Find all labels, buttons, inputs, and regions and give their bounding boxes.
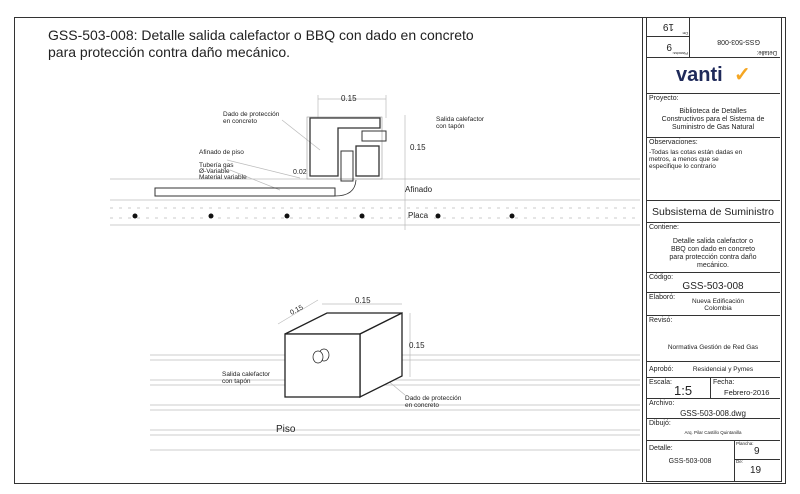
label-placa: Placa xyxy=(408,211,429,220)
label-dado-2: en concreto xyxy=(223,118,257,125)
sheet-border xyxy=(14,17,786,484)
tb-contiene: Contiene: Detalle salida calefactor o BB… xyxy=(646,222,780,272)
tb-detalle: Detalle: GSS-503-008 Plancha: 9 De: 19 xyxy=(646,440,780,481)
tb-header-rotated: Detalle: GSS-503-008 Plancha: 9 De: 19 xyxy=(646,17,780,57)
tb-elaboro: Elaboró: Nueva Edificación Colombia xyxy=(646,292,780,315)
tb-observaciones: Observaciones: -Todas las cotas están da… xyxy=(646,137,780,200)
label-salida-1: Salida calefactor xyxy=(436,116,485,123)
label-dado-1: Dado de protección xyxy=(223,111,280,118)
iso-label-piso: Piso xyxy=(276,424,296,435)
tb-logo: vanti ✓ xyxy=(646,57,780,93)
vanti-logo: vanti xyxy=(676,64,723,86)
iso-dim-height: 0.15 xyxy=(409,341,425,350)
iso-label-dado-1: Dado de protección xyxy=(405,395,462,402)
iso-label-salida-1: Salida calefactor xyxy=(222,371,271,378)
tb-aprobo: Aprobó: Residencial y Pymes xyxy=(646,361,780,377)
dim-height-label: 0.15 xyxy=(410,143,426,152)
iso-label-dado-2: en concreto xyxy=(405,402,439,409)
concrete-box-isometric xyxy=(284,311,403,399)
label-tuberia-2: Ø-Variable xyxy=(199,168,230,175)
dim-width-label: 0.15 xyxy=(341,94,357,103)
titleblock-inner-border xyxy=(646,17,782,482)
label-tuberia-3: Material variable xyxy=(199,174,247,181)
tb-proyecto: Proyecto: Biblioteca de Detalles Constru… xyxy=(646,93,780,137)
label-afinado: Afinado xyxy=(405,185,433,194)
tb-archivo: Archivo: GSS-503-008.dwg xyxy=(646,398,780,418)
tb-subsistema: Subsistema de Suministro xyxy=(646,200,780,222)
tb-reviso: Revisó: Normativa Gestión de Red Gas xyxy=(646,315,780,361)
label-salida-2: con tapón xyxy=(436,123,465,130)
drawing-title-line2: para protección contra daño mecánico. xyxy=(48,44,291,60)
label-afinado-piso: Afinado de piso xyxy=(199,149,244,156)
tb-codigo: Código: GSS-503-008 xyxy=(646,272,780,292)
titleblock-border xyxy=(642,17,781,482)
section-drawing xyxy=(110,95,640,451)
drawing-title-line1: GSS-503-008: Detalle salida calefactor o… xyxy=(48,27,474,43)
label-tuberia-1: Tubería gas xyxy=(199,162,234,169)
dim-gap-label: 0.02 xyxy=(293,169,307,176)
iso-dim-width: 0.15 xyxy=(355,296,371,305)
tb-dibujo: Dibujó: Arq. Pilar Castillo Quintanilla xyxy=(646,418,780,440)
checkmark-icon: ✓ xyxy=(734,64,751,86)
iso-label-salida-2: con tapón xyxy=(222,378,251,385)
rebar-dots xyxy=(132,213,515,219)
concrete-box-section xyxy=(154,116,387,197)
tb-escala-fecha: Escala: 1:5 Fecha: Febrero-2016 xyxy=(646,377,780,399)
